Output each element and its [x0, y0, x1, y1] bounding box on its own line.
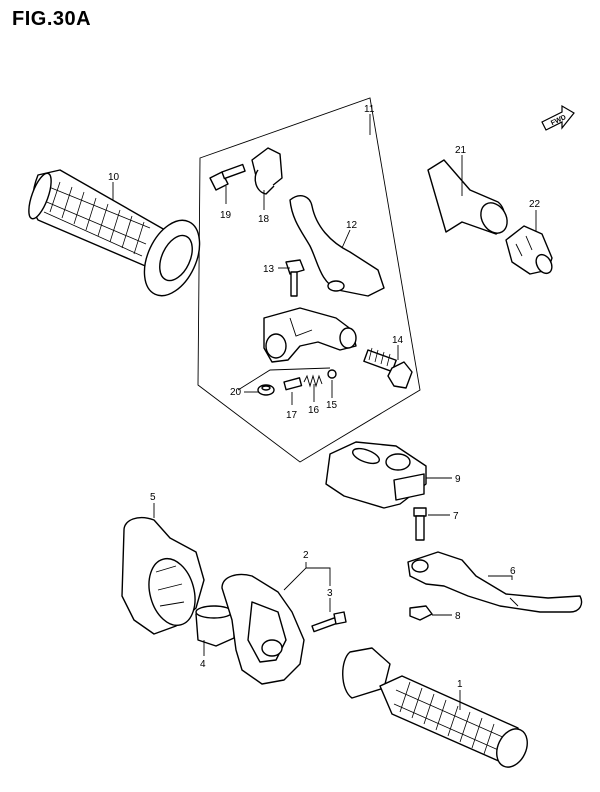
callout-19: 19	[220, 210, 232, 221]
callout-17: 17	[286, 410, 298, 421]
clamp-18-part	[251, 147, 283, 195]
right-grip-part	[342, 647, 528, 768]
callout-12: 12	[346, 220, 358, 231]
callout-18: 18	[258, 214, 270, 225]
callout-4: 4	[200, 659, 206, 670]
nut-8-part	[409, 605, 433, 621]
callout-22: 22	[529, 199, 541, 210]
adjuster-22-part	[505, 225, 553, 275]
bolt-13-part	[285, 259, 305, 297]
adjuster-14-part	[363, 347, 413, 389]
sleeve-4-part	[195, 605, 235, 647]
callout-11: 11	[364, 104, 375, 115]
left-grip-part	[28, 169, 201, 297]
throttle-housing-2-part	[221, 573, 305, 685]
callout-9: 9	[455, 474, 461, 485]
washer-20-part	[257, 384, 275, 396]
callout-13: 13	[263, 264, 275, 275]
callout-15: 15	[326, 400, 338, 411]
spring-17-part	[283, 377, 303, 391]
brake-lever-6-part	[407, 551, 583, 613]
callout-16: 16	[308, 405, 320, 416]
clutch-lever-12-part	[289, 195, 385, 297]
lever-holder-body	[263, 307, 357, 363]
callout-numbers: 10 11 21 22 19 18 12 13 14 20 17 16 15 9…	[108, 104, 541, 690]
callout-8: 8	[455, 611, 461, 622]
ball-15-part	[327, 369, 337, 379]
callout-7: 7	[453, 511, 459, 522]
bolt-3-part	[311, 611, 347, 633]
bolt-7-part	[413, 507, 427, 541]
figure-title: FIG.30A	[12, 8, 92, 30]
leader-lines	[112, 114, 537, 710]
callout-2: 2	[303, 550, 309, 561]
callout-10: 10	[108, 172, 120, 183]
callout-3: 3	[327, 588, 333, 599]
switch-9-part	[325, 441, 427, 509]
callout-1: 1	[457, 679, 463, 690]
callout-20: 20	[230, 387, 242, 398]
callout-21: 21	[455, 145, 467, 156]
bolt-19-part	[209, 163, 246, 191]
fwd-arrow-icon: FWD	[541, 104, 575, 131]
assembly-11-outline	[197, 97, 421, 463]
callout-14: 14	[392, 335, 404, 346]
callout-6: 6	[510, 566, 516, 577]
spring-16-part	[303, 374, 323, 388]
cover-21-part	[427, 159, 508, 235]
throttle-cover-5-part	[121, 516, 205, 635]
callout-5: 5	[150, 492, 156, 503]
